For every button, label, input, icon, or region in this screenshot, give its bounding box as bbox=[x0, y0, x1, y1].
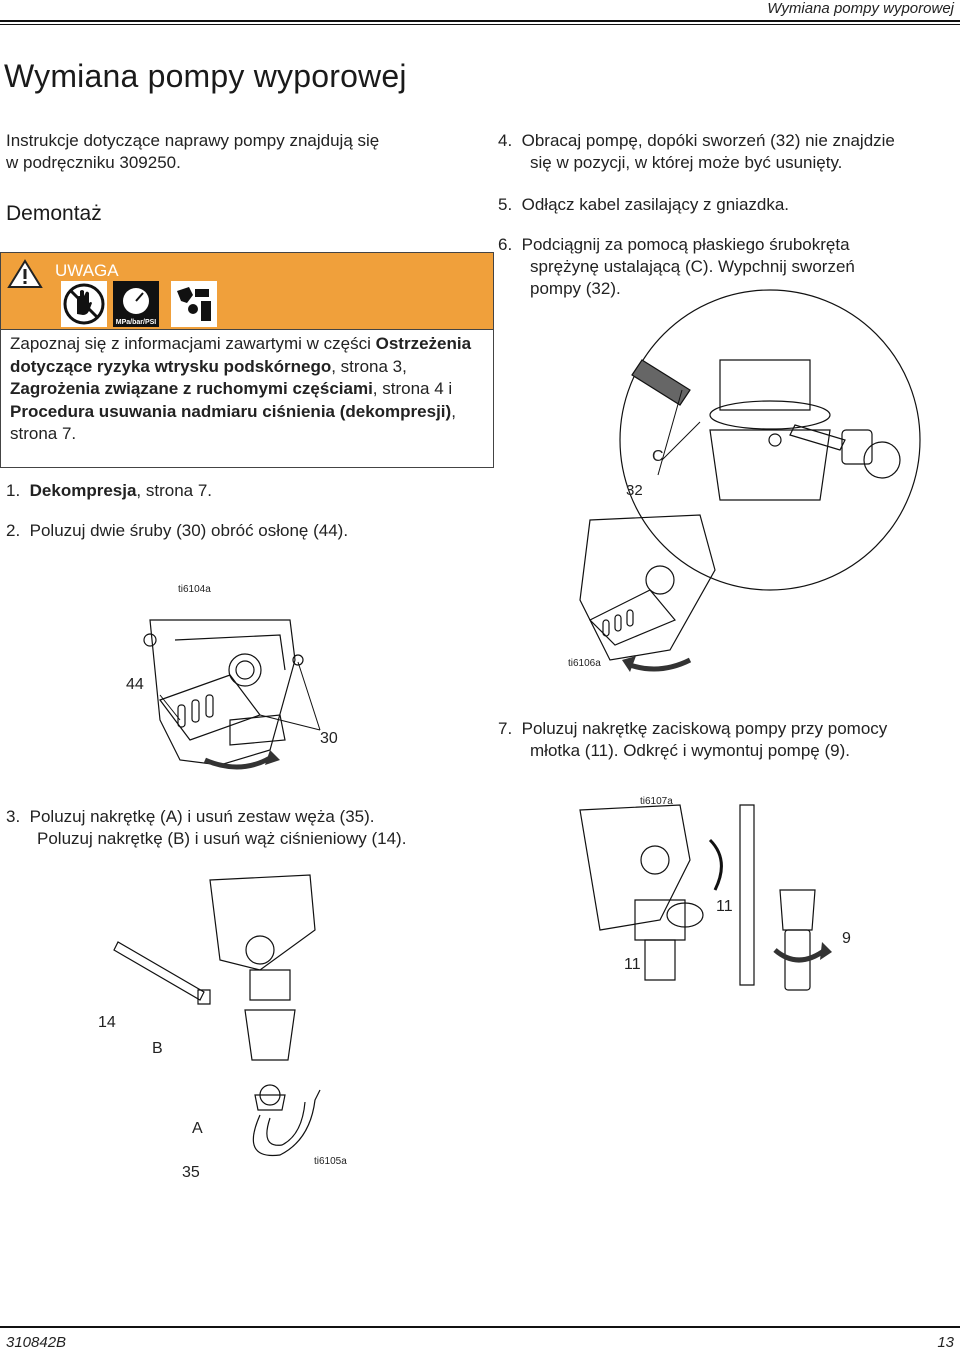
figure-code: ti6104a bbox=[178, 584, 211, 595]
header-rule-thin bbox=[0, 24, 960, 25]
warning-text-part: Zapoznaj się z informacjami zawartymi w … bbox=[10, 334, 376, 353]
pressure-gauge-icon: MPa/bar/PSI bbox=[113, 281, 159, 327]
intro-text: Instrukcje dotyczące naprawy pompy znajd… bbox=[6, 130, 379, 174]
callout-32: 32 bbox=[626, 482, 643, 499]
step-6-line-1: 6. Podciągnij za pomocą płaskiego śrubok… bbox=[498, 235, 850, 254]
callout-C: C bbox=[652, 448, 664, 465]
intro-line-1: Instrukcje dotyczące naprawy pompy znajd… bbox=[6, 131, 380, 150]
warning-text-part: , strona 7. bbox=[10, 401, 456, 444]
header-rule bbox=[0, 20, 960, 22]
intro-line-2: w podręczniku 309250. bbox=[6, 153, 181, 172]
callout-9: 9 bbox=[842, 930, 851, 947]
step-number: 1. bbox=[6, 481, 21, 500]
warning-ref-pressure-relief: Procedura usuwania nadmiaru ciśnienia (d… bbox=[10, 401, 452, 421]
figure-ti6107a bbox=[580, 800, 832, 1000]
callout-11-top: 11 bbox=[716, 898, 733, 915]
page-title: Wymiana pompy wyporowej bbox=[4, 58, 407, 94]
figure-ti6104a bbox=[120, 600, 360, 780]
step-4-line-1: 4. Obracaj pompę, dopóki sworzeń (32) ni… bbox=[498, 131, 895, 150]
step-1: 1. Dekompresja, strona 7. bbox=[6, 480, 212, 502]
moving-parts-icon bbox=[171, 281, 217, 327]
step-6-line-2: sprężynę ustalającą (C). Wypchnij sworze… bbox=[530, 257, 855, 276]
warning-text-part: , strona 4 i bbox=[372, 379, 453, 398]
pressure-unit-text: MPa/bar/PSI bbox=[116, 319, 157, 326]
callout-44: 44 bbox=[126, 676, 144, 693]
running-header: Wymiana pompy wyporowej bbox=[767, 0, 954, 17]
figure-code: ti6105a bbox=[314, 1156, 347, 1167]
warning-text: Zapoznaj się z informacjami zawartymi w … bbox=[10, 333, 480, 446]
step-6-line-3: pompy (32). bbox=[530, 279, 621, 298]
figure-code: ti6106a bbox=[568, 658, 601, 669]
step-1-rest: , strona 7. bbox=[136, 481, 213, 500]
callout-30: 30 bbox=[320, 730, 338, 747]
page-number: 13 bbox=[937, 1334, 954, 1351]
footer-rule bbox=[0, 1326, 960, 1328]
callout-14: 14 bbox=[98, 1014, 116, 1031]
step-3-line-1: 3. Poluzuj nakrętkę (A) i usuń zestaw wę… bbox=[6, 807, 375, 826]
step-7-line-1: 7. Poluzuj nakrętkę zaciskową pompy przy… bbox=[498, 719, 888, 738]
no-hand-icon bbox=[61, 281, 107, 327]
callout-A: A bbox=[192, 1120, 203, 1137]
figure-ti6105a bbox=[110, 870, 350, 1170]
warning-header: UWAGA MPa/bar/PSI bbox=[1, 253, 493, 330]
step-5: 5. Odłącz kabel zasilający z gniazdka. bbox=[498, 195, 790, 214]
step-7-line-2: młotka (11). Odkręć i wymontuj pompę (9)… bbox=[530, 741, 850, 760]
warning-triangle-icon bbox=[7, 259, 43, 289]
section-title: Demontaż bbox=[6, 202, 102, 225]
doc-number: 310842B bbox=[6, 1334, 67, 1351]
figure-code: ti6107a bbox=[640, 796, 673, 807]
figure-ti6106a bbox=[570, 320, 960, 672]
warning-text-part: , strona 3, bbox=[331, 356, 407, 376]
step-2: 2. Poluzuj dwie śruby (30) obróć osłonę … bbox=[6, 521, 349, 540]
warning-box: UWAGA MPa/bar/PSI Zapoznaj się z informa… bbox=[0, 252, 494, 468]
callout-11-bottom: 11 bbox=[624, 956, 641, 973]
step-3-line-2: Poluzuj nakrętkę (B) i usuń wąż ciśnieni… bbox=[37, 829, 407, 848]
warning-label: UWAGA bbox=[55, 261, 119, 280]
callout-35: 35 bbox=[182, 1164, 200, 1181]
warning-ref-injection: Ostrzeżenia dotyczące ryzyka wtrysku pod… bbox=[10, 334, 472, 376]
step-4-line-2: się w pozycji, w której może być usunięt… bbox=[530, 153, 843, 172]
warning-ref-moving-parts: Zagrożenia związane z ruchomymi częściam… bbox=[10, 379, 373, 398]
callout-B: B bbox=[152, 1040, 163, 1057]
step-1-ref: Dekompresja bbox=[29, 481, 137, 500]
